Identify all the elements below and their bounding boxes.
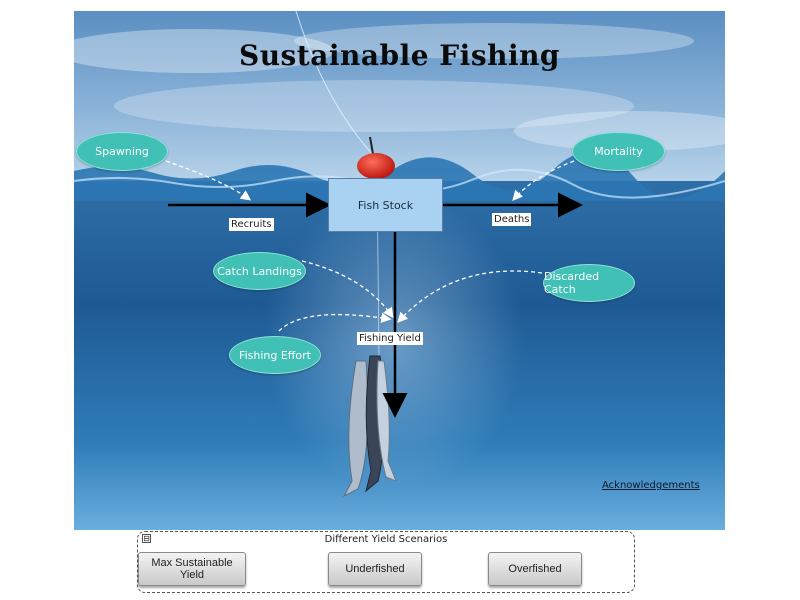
max-sustainable-yield-button[interactable]: Max Sustainable Yield <box>138 552 246 586</box>
flow-label-recruits: Recruits <box>229 218 274 231</box>
node-catch-landings[interactable]: Catch Landings <box>213 252 306 290</box>
underfished-button[interactable]: Underfished <box>328 552 422 586</box>
node-discarded-catch[interactable]: Discarded Catch <box>543 264 635 302</box>
node-fishing-effort[interactable]: Fishing Effort <box>229 336 321 374</box>
acknowledgements-link[interactable]: Acknowledgements <box>602 480 700 491</box>
diagram-scene: Sustainable Fishing Spawning Mortality C… <box>74 11 725 530</box>
fish-illustration <box>342 355 397 498</box>
node-spawning[interactable]: Spawning <box>76 132 168 171</box>
yield-scenarios-panel: ⊟ Different Yield Scenarios Max Sustaina… <box>137 531 635 593</box>
flow-label-deaths: Deaths <box>492 213 532 226</box>
page-title: Sustainable Fishing <box>238 39 561 72</box>
node-mortality[interactable]: Mortality <box>572 132 665 171</box>
overfished-button[interactable]: Overfished <box>488 552 582 586</box>
flow-label-fishing-yield: Fishing Yield <box>357 332 423 345</box>
collapse-icon[interactable]: ⊟ <box>142 534 151 543</box>
ocean-background <box>74 11 725 530</box>
fish-stock-box[interactable]: Fish Stock <box>328 178 443 232</box>
panel-title: Different Yield Scenarios <box>324 534 448 545</box>
